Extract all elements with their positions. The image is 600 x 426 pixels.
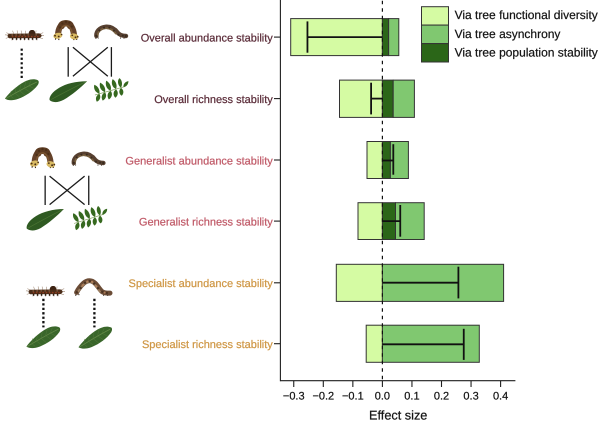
svg-text:0.3: 0.3 (463, 391, 478, 403)
svg-text:Generalist abundance stability: Generalist abundance stability (125, 155, 273, 167)
svg-text:Via tree functional diversity: Via tree functional diversity (455, 8, 598, 22)
svg-text:0.4: 0.4 (493, 391, 508, 403)
svg-text:−0.3: −0.3 (283, 391, 305, 403)
svg-text:−0.2: −0.2 (312, 391, 334, 403)
svg-text:0.0: 0.0 (375, 391, 390, 403)
svg-text:Via tree asynchrony: Via tree asynchrony (455, 27, 561, 41)
svg-text:Via tree population stability: Via tree population stability (455, 45, 598, 59)
svg-text:Specialist richness stability: Specialist richness stability (142, 339, 273, 351)
svg-text:Effect size: Effect size (369, 408, 427, 422)
svg-text:Overall abundance stability: Overall abundance stability (141, 33, 274, 45)
svg-text:Specialist abundance stability: Specialist abundance stability (128, 278, 273, 290)
svg-text:0.2: 0.2 (434, 391, 449, 403)
svg-text:Generalist richness stability: Generalist richness stability (139, 217, 273, 229)
svg-text:−0.1: −0.1 (342, 391, 364, 403)
svg-text:0.1: 0.1 (404, 391, 419, 403)
svg-text:Overall richness stability: Overall richness stability (154, 94, 273, 106)
